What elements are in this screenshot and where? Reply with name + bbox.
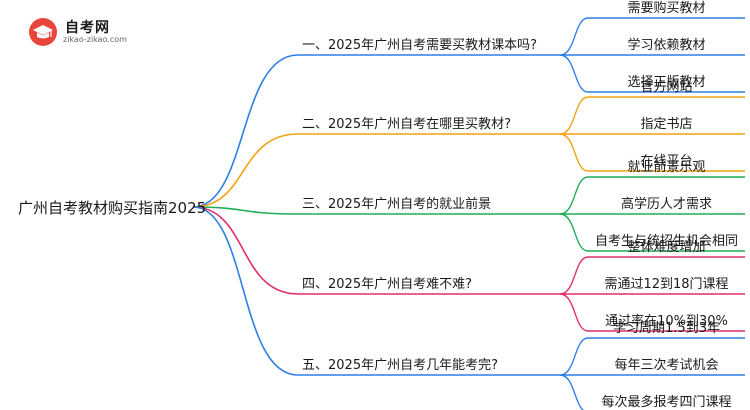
graduation-cap-icon (29, 18, 57, 46)
leaf-label: 在线平台 (640, 154, 692, 169)
root-branch-link (192, 54, 299, 208)
root-branch-link (192, 206, 299, 376)
leaf-label: 每次最多报考四门课程 (601, 394, 731, 410)
leaf-link (559, 96, 745, 135)
mind-map-links (192, 17, 745, 410)
branch-label: 五、2025年广州自考几年能考完? (302, 358, 498, 373)
leaf-label: 自考生与统招生机会相同 (595, 234, 738, 249)
leaf-link (559, 133, 745, 172)
mind-map-nodes: 广州自考教材购买指南2025 一、2025年广州自考需要买教材课本吗? 需要购买教材… (18, 0, 738, 410)
root-branch-link (192, 206, 299, 215)
leaf-label: 每年三次考试机会 (614, 357, 718, 373)
leaf-label: 官方网站 (640, 79, 692, 95)
root-branch-link (192, 206, 299, 295)
leaf-label: 学习依赖教材 (627, 37, 705, 53)
leaf-label: 选择正版教材 (627, 74, 705, 90)
logo-url: zikao-zikao.com (63, 35, 127, 44)
leaf-link (559, 17, 745, 56)
branch-label: 三、2025年广州自考的就业前景 (302, 196, 491, 212)
leaf-label: 整体难度增加 (627, 239, 705, 255)
leaf-label: 指定书店 (640, 117, 692, 132)
leaf-link (559, 213, 745, 252)
branch-label: 一、2025年广州自考需要买教材课本吗? (302, 37, 537, 53)
leaf-link (559, 337, 745, 376)
logo-title: 自考网 (65, 20, 110, 36)
leaf-link (559, 256, 745, 295)
leaf-label: 需通过12到18门课程 (604, 277, 728, 292)
leaf-label: 高学历人才需求 (621, 196, 712, 212)
site-logo: 自考网 zikao-zikao.com (28, 14, 148, 50)
leaf-link (559, 374, 585, 410)
leaf-label: 就业前景乐观 (627, 159, 705, 175)
branch-label: 二、2025年广州自考在哪里买教材? (302, 116, 511, 132)
leaf-label: 需要购买教材 (627, 0, 705, 16)
leaf-link (559, 176, 745, 215)
root-node-label: 广州自考教材购买指南2025 (18, 199, 206, 217)
leaf-link (559, 293, 745, 332)
root-branch-link (192, 133, 299, 208)
leaf-label: 学习周期1.5到3年 (613, 320, 720, 336)
branch-label: 四、2025年广州自考难不难? (302, 277, 472, 292)
leaf-link (559, 54, 745, 93)
leaf-label: 通过率在10%到30% (605, 313, 728, 329)
